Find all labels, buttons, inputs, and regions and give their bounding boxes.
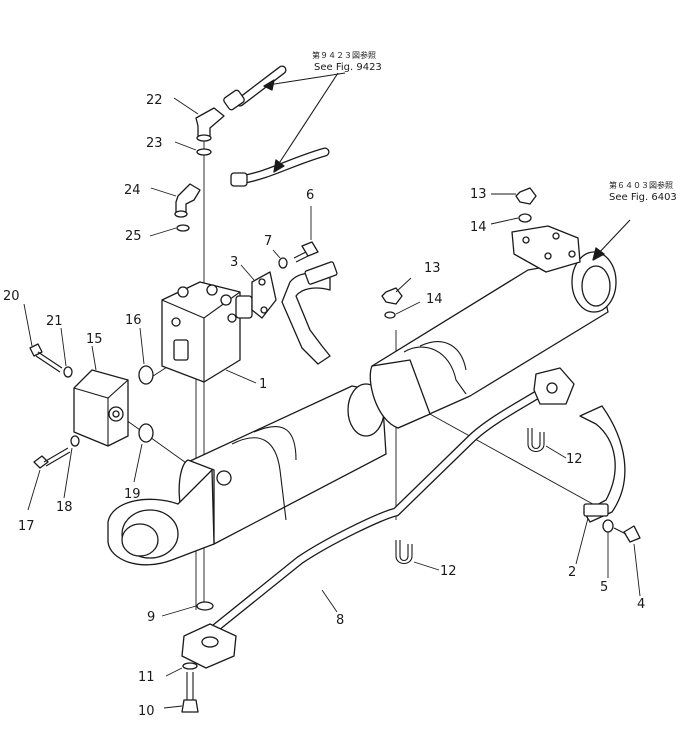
right-cylinder xyxy=(369,225,617,429)
callout-3: 3 xyxy=(230,255,238,270)
band-clamp-upper xyxy=(281,261,338,365)
callout-5: 5 xyxy=(600,580,608,595)
reference-en-6403: See Fig. 6403 xyxy=(609,192,677,203)
washer-14-middle xyxy=(384,311,396,319)
bolt-4 xyxy=(613,525,641,543)
callout-6: 6 xyxy=(306,188,314,203)
bolt-20 xyxy=(29,343,63,373)
upper-hose-9423 xyxy=(223,65,287,111)
callout-7: 7 xyxy=(264,234,272,249)
bolt-10 xyxy=(181,672,199,713)
washer-18 xyxy=(70,435,80,447)
o-ring-23 xyxy=(196,148,212,156)
callout-17: 17 xyxy=(18,519,35,534)
elbow-fitting-24 xyxy=(174,183,201,218)
band-clamp-2 xyxy=(579,405,626,523)
bolt-6 xyxy=(293,241,319,263)
callout-11: 11 xyxy=(138,670,155,685)
callout-9: 9 xyxy=(147,610,155,625)
bolt-17 xyxy=(33,447,71,469)
callout-24: 24 xyxy=(124,183,141,198)
tube-8 xyxy=(181,367,575,669)
callout-25: 25 xyxy=(125,229,142,244)
reference-en-9423: See Fig. 9423 xyxy=(314,62,382,73)
callout-12-right: 12 xyxy=(566,452,583,467)
callout-13-right: 13 xyxy=(470,187,487,202)
reference-jp-9423: 第９４２３図参照 xyxy=(312,50,376,60)
callout-4: 4 xyxy=(637,597,645,612)
callout-1: 1 xyxy=(259,377,267,392)
nut-13-right xyxy=(515,187,537,205)
callout-10: 10 xyxy=(138,704,155,719)
u-bolt-12-lower xyxy=(395,540,413,565)
valve-block-1 xyxy=(161,281,253,383)
washer-7 xyxy=(278,257,288,269)
leader-lines xyxy=(23,97,641,709)
washer-21 xyxy=(63,366,73,378)
callout-8: 8 xyxy=(336,613,344,628)
callout-23: 23 xyxy=(146,136,163,151)
callout-14-right: 14 xyxy=(470,220,487,235)
clamp-bracket-3 xyxy=(251,271,277,319)
washer-5 xyxy=(602,519,614,533)
callout-22: 22 xyxy=(146,93,163,108)
washer-11 xyxy=(182,662,198,670)
callout-19: 19 xyxy=(124,487,141,502)
callout-16: 16 xyxy=(125,313,142,328)
u-bolt-12-right xyxy=(527,428,545,453)
callout-2: 2 xyxy=(568,565,576,580)
washer-14-right xyxy=(518,213,532,223)
nut-13-middle xyxy=(381,287,403,305)
callout-13-middle: 13 xyxy=(424,261,441,276)
reference-fig-9423: 第９４２３図参照 See Fig. 9423 xyxy=(312,50,382,73)
o-ring-19 xyxy=(138,423,154,443)
o-ring-16 xyxy=(138,365,154,385)
callout-20: 20 xyxy=(3,289,20,304)
o-ring-25 xyxy=(176,224,190,232)
elbow-fitting-22 xyxy=(195,107,225,142)
callout-18: 18 xyxy=(56,500,73,515)
reference-arrows xyxy=(263,72,631,261)
reference-fig-6403: 第６４０３図参照 See Fig. 6403 xyxy=(609,180,677,203)
flange-block-15 xyxy=(73,369,129,447)
callout-labels: 1 2 3 4 5 6 7 8 9 10 11 12 12 13 13 14 1… xyxy=(3,93,645,719)
o-ring-9 xyxy=(196,601,214,611)
callout-15: 15 xyxy=(86,332,103,347)
callout-21: 21 xyxy=(46,314,63,329)
callout-12-lower: 12 xyxy=(440,564,457,579)
reference-jp-6403: 第６４０３図参照 xyxy=(609,180,673,190)
callout-14-middle: 14 xyxy=(426,292,443,307)
